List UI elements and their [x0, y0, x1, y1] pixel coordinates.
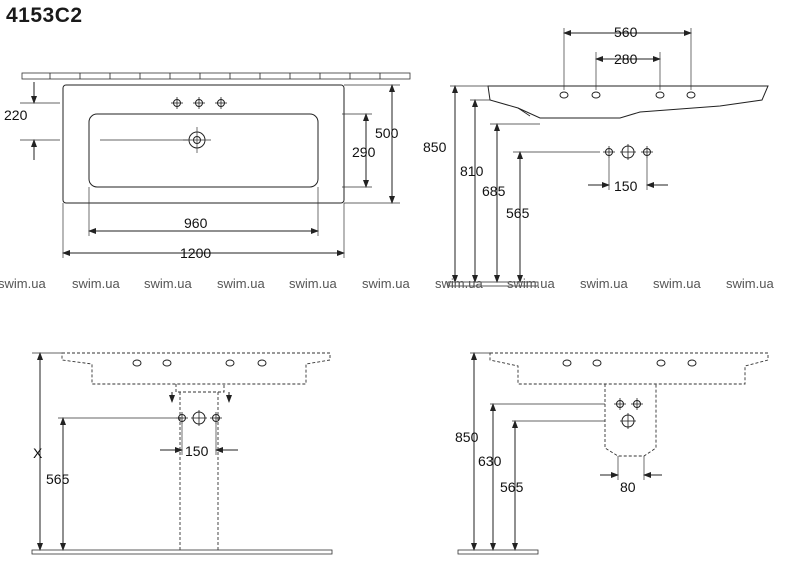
dim-x: X	[33, 445, 43, 461]
supply-icons-front	[176, 410, 222, 426]
floor-line	[447, 281, 539, 287]
tap-hole-icon	[193, 97, 205, 109]
siphon-cover	[604, 384, 657, 457]
drain-icon	[100, 127, 211, 153]
dim-565-front: 565	[46, 471, 70, 487]
tap-holes-side-install	[562, 359, 697, 367]
dim-1200: 1200	[180, 245, 211, 261]
dim-150-side: 150	[614, 178, 638, 194]
watermark-text: swim.ua	[362, 276, 410, 291]
watermark-text: swim.ua	[0, 276, 46, 291]
dim-280: 280	[614, 51, 638, 67]
dim-80: 80	[620, 479, 636, 495]
top-view: 220 290 500 960 1200	[4, 72, 411, 261]
tap-holes-side	[559, 91, 696, 99]
tap-holes-front	[132, 359, 267, 367]
watermark-text: swim.ua	[726, 276, 774, 291]
dim-630: 630	[478, 453, 502, 469]
tap-hole-icon	[215, 97, 227, 109]
side-install-view: 80 850 630 565	[455, 352, 769, 555]
watermark-row: swim.ua swim.ua swim.ua swim.ua swim.ua …	[0, 276, 774, 291]
tap-holes	[171, 97, 227, 109]
supply-icons-side	[614, 398, 643, 429]
supply-icons	[603, 144, 653, 160]
product-code-title: 4153C2	[6, 4, 83, 27]
watermark-text: swim.ua	[289, 276, 337, 291]
watermark-text: swim.ua	[217, 276, 265, 291]
dim-850-install: 850	[455, 429, 479, 445]
countertop-hatch	[49, 73, 381, 79]
dim-850-side: 850	[423, 139, 447, 155]
dim-220: 220	[4, 107, 28, 123]
dim-560: 560	[614, 24, 638, 40]
tap-hole-icon	[171, 97, 183, 109]
dim-290: 290	[352, 144, 376, 160]
watermark-text: swim.ua	[580, 276, 628, 291]
dim-960: 960	[184, 215, 208, 231]
basin-front-outline	[61, 352, 331, 385]
floor-line	[457, 549, 539, 555]
watermark-text: swim.ua	[435, 276, 483, 291]
basin-bowl	[88, 113, 319, 188]
dim-565-side: 565	[506, 205, 530, 221]
basin-profile	[487, 85, 769, 119]
dim-150-front: 150	[185, 443, 209, 459]
countertop-edge	[21, 72, 411, 80]
watermark-text: swim.ua	[144, 276, 192, 291]
side-view: 560 280 150 850 810 685 565	[423, 24, 769, 287]
watermark-text: swim.ua	[653, 276, 701, 291]
dim-810: 810	[460, 163, 484, 179]
dim-565-install: 565	[500, 479, 524, 495]
watermark-text: swim.ua	[72, 276, 120, 291]
dim-685: 685	[482, 183, 506, 199]
front-install-view: 150 X 565	[31, 352, 333, 555]
floor-line	[31, 549, 333, 555]
basin-side-outline	[489, 352, 769, 385]
watermark-text: swim.ua	[507, 276, 555, 291]
dim-500: 500	[375, 125, 399, 141]
basin-outline	[62, 84, 345, 204]
